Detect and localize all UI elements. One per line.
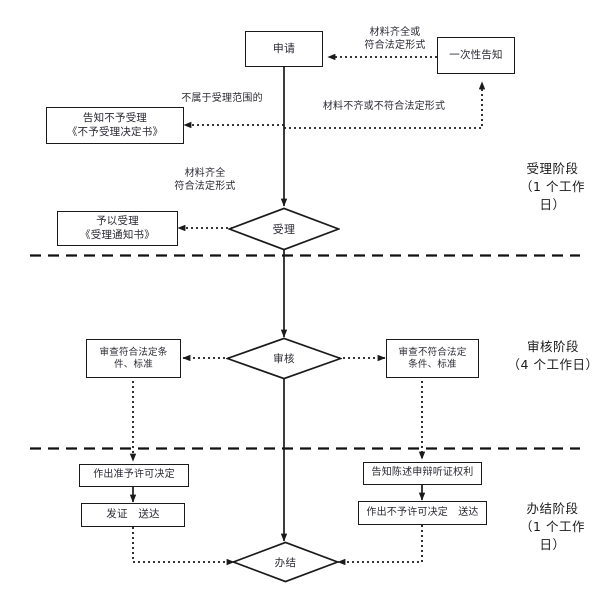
edge-label-mc-line2: 符合法定形式 [174,181,236,192]
stage-label-review: 审核阶段 （4 个工作日） [503,338,603,374]
stage-label-completion: 办结阶段 （1 个工作 日） [505,500,600,554]
node-review-pass[interactable]: 审查符合法定条 件、标准 [86,339,181,378]
node-issue-deliver[interactable]: 发证 送达 [81,503,185,527]
edge-label-out-of-scope: 不属于受理范围的 [167,92,277,105]
node-accept-decision-label: 受理 [272,223,296,236]
node-review-fail[interactable]: 审查不符合法定 条件、标准 [386,339,479,378]
stage-label-completion-line3: 日） [539,537,566,553]
edge-label-mc-line1: 材料齐全 [184,168,226,179]
node-review-pass-line1: 审查符合法定条 [99,346,168,358]
node-review-fail-line2: 条件、标准 [408,358,457,370]
node-grant-decision-label: 作出准予许可决定 [93,469,175,481]
stage-label-completion-line1: 办结阶段 [526,501,579,516]
node-one-time-notice-label: 一次性告知 [449,48,503,61]
node-issue-deliver-label: 发证 送达 [106,508,160,521]
node-review-decision[interactable]: 审核 [226,337,342,380]
node-complete-label: 办结 [274,556,297,569]
node-reject-notice[interactable]: 告知不予受理 《不予受理决定书》 [46,107,184,144]
stage-label-acceptance-line2: （1 个工作 [520,179,585,195]
edge-label-materials-complete-or-legal: 材料齐全或 符合法定形式 [340,26,450,52]
stage-label-acceptance-line3: 日） [539,197,566,213]
edge-label-mi-line1: 材料不齐或不符合法定形式 [322,101,446,112]
stage-label-acceptance: 受理阶段 （1 个工作 日） [505,160,600,214]
node-reject-notice-line2: 《不予受理决定书》 [66,125,164,138]
node-one-time-notice[interactable]: 一次性告知 [437,37,515,74]
node-review-pass-line2: 件、标准 [114,358,153,370]
node-accept-notice[interactable]: 予以受理 《受理通知书》 [57,211,178,246]
edge-label-materials-incomplete: 材料不齐或不符合法定形式 [294,100,474,113]
node-reject-notice-line1: 告知不予受理 [82,112,148,125]
stage-label-review-line1: 审核阶段 [526,339,579,354]
node-apply-label: 申请 [272,42,296,56]
node-review-fail-line1: 审查不符合法定 [398,346,467,358]
node-rights-notice-label: 告知陈述申辩听证权利 [371,467,474,479]
node-review-decision-label: 审核 [273,353,295,365]
node-rights-notice[interactable]: 告知陈述申辩听证权利 [363,462,482,485]
node-grant-decision[interactable]: 作出准予许可决定 [79,464,189,487]
node-accept-notice-line1: 予以受理 [96,215,139,228]
node-accept-notice-line2: 《受理通知书》 [80,228,155,241]
edge-label-materials-complete: 材料齐全 符合法定形式 [150,167,260,193]
stage-label-completion-line2: （1 个工作 [520,519,585,535]
connector-deny-to-complete [337,525,423,566]
stage-label-acceptance-line1: 受理阶段 [526,161,579,176]
connector-issue-to-complete [132,527,235,566]
node-accept-decision[interactable]: 受理 [228,207,340,251]
node-complete[interactable]: 办结 [232,541,339,583]
edge-label-oos-line1: 不属于受理范围的 [181,93,263,104]
edge-label-mcl-line2: 符合法定形式 [364,40,426,51]
node-deny-decision-label: 作出不予许可决定 送达 [366,506,479,518]
node-apply[interactable]: 申请 [245,31,323,67]
node-deny-decision[interactable]: 作出不予许可决定 送达 [358,501,487,525]
stage-label-review-line2: （4 个工作日） [507,357,599,373]
edge-label-mcl-line1: 材料齐全或 [369,27,421,38]
